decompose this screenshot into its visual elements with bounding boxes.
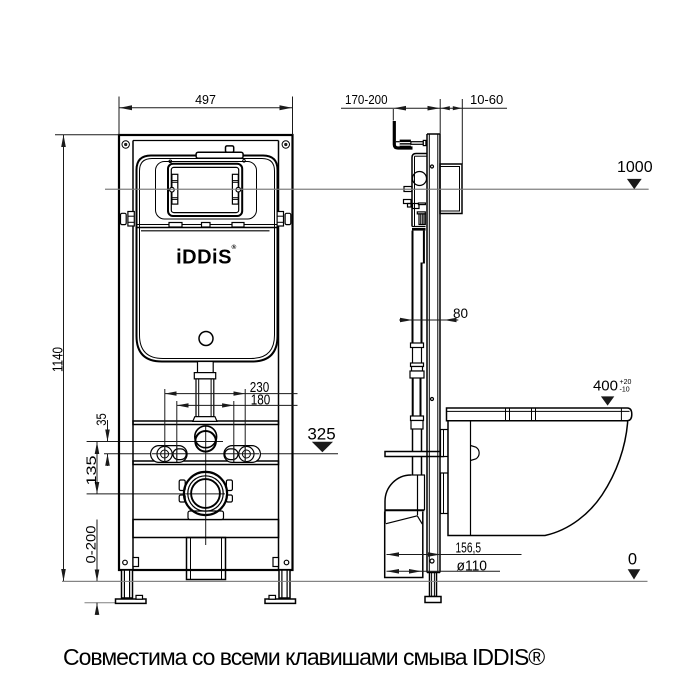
svg-text:-10: -10 (620, 387, 630, 394)
svg-text:ø110: ø110 (457, 558, 488, 575)
svg-text:325: 325 (307, 424, 335, 443)
svg-text:iDDiS: iDDiS (176, 247, 232, 269)
svg-text:®: ® (232, 243, 237, 251)
svg-text:170-200: 170-200 (345, 92, 388, 107)
svg-text:156,5: 156,5 (456, 540, 482, 557)
svg-text:1140: 1140 (50, 347, 66, 372)
svg-text:400: 400 (593, 378, 618, 395)
svg-text:0: 0 (628, 550, 637, 568)
svg-text:497: 497 (195, 93, 216, 107)
svg-text:0-200: 0-200 (84, 526, 99, 564)
svg-text:180: 180 (251, 392, 271, 408)
svg-text:1000: 1000 (617, 159, 653, 176)
svg-text:35: 35 (94, 413, 109, 426)
svg-text:135: 135 (84, 456, 99, 486)
svg-text:230: 230 (250, 380, 270, 396)
svg-text:+20: +20 (620, 379, 632, 386)
svg-text:80: 80 (453, 306, 468, 321)
svg-text:Совместима со всеми клавишами: Совместима со всеми клавишами смыва IDDI… (63, 644, 545, 670)
svg-text:10-60: 10-60 (470, 92, 503, 107)
